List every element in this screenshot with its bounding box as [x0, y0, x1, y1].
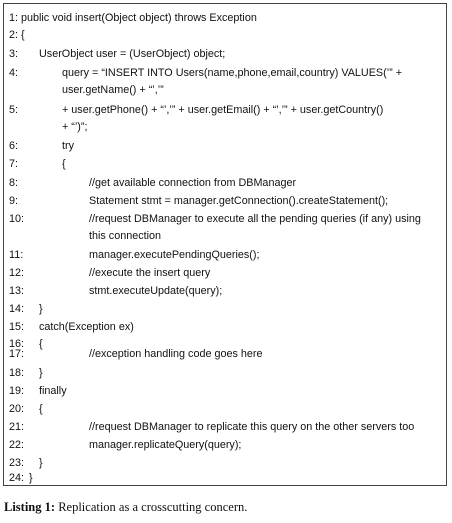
code-line: user.getName() + “’,’”	[4, 81, 448, 99]
code-line: 3: UserObject user = (UserObject) object…	[4, 45, 448, 63]
line-text: public void insert(Object object) throws…	[21, 12, 257, 24]
line-number: 16:	[9, 338, 25, 350]
code-line: 10: //request DBManager to execute all t…	[4, 210, 448, 228]
line-text: //execute the insert query	[89, 267, 211, 279]
line-text: {	[39, 338, 43, 350]
code-line: 19: finally	[4, 382, 448, 400]
line-number: 23:	[9, 457, 25, 469]
line-text: //get available connection from DBManage…	[89, 177, 297, 189]
code-line: 14: }	[4, 300, 448, 318]
line-number: 22:	[9, 439, 25, 451]
line-text: this connection	[89, 230, 162, 242]
code-line: 13: stmt.executeUpdate(query);	[4, 282, 448, 300]
line-number: 21:	[9, 421, 25, 433]
line-number: 20:	[9, 403, 25, 415]
code-line: 8: //get available connection from DBMan…	[4, 174, 448, 192]
line-text: finally	[39, 385, 67, 397]
line-number: 5:	[9, 104, 19, 116]
code-line: 23: }	[4, 454, 448, 472]
line-number: 15:	[9, 321, 25, 333]
line-number: 18:	[9, 367, 25, 379]
code-line: 2: {	[4, 26, 448, 44]
line-text: }	[29, 472, 33, 484]
line-number: 4:	[9, 67, 19, 79]
line-number: 2:	[9, 29, 19, 41]
line-number: 17:	[9, 348, 25, 360]
line-text: {	[21, 29, 25, 41]
caption-label: Listing 1:	[4, 500, 56, 514]
code-line: 7: {	[4, 155, 448, 173]
line-number: 11:	[9, 249, 24, 261]
line-number: 10:	[9, 213, 25, 225]
code-line: 21: //request DBManager to replicate thi…	[4, 418, 448, 436]
line-text: //exception handling code goes here	[89, 348, 263, 360]
line-text: }	[39, 367, 43, 379]
line-text: UserObject user = (UserObject) object;	[39, 48, 226, 60]
line-number: 24:	[9, 472, 25, 484]
line-text: {	[62, 158, 66, 170]
line-text: }	[39, 457, 43, 469]
line-number: 3:	[9, 48, 19, 60]
code-line: + “’)”;	[4, 118, 448, 136]
line-text: }	[39, 303, 43, 315]
line-text: //request DBManager to replicate this qu…	[89, 421, 415, 433]
code-line: 11: manager.executePendingQueries();	[4, 246, 448, 264]
line-text: + “’)”;	[62, 121, 88, 133]
code-line: 9: Statement stmt = manager.getConnectio…	[4, 192, 448, 210]
code-line: 18: }	[4, 364, 448, 382]
code-line: 15: catch(Exception ex)	[4, 318, 448, 336]
code-line: 24: }	[4, 469, 448, 487]
line-number: 7:	[9, 158, 19, 170]
line-text: stmt.executeUpdate(query);	[89, 285, 223, 297]
listing-caption: Listing 1: Replication as a crosscutting…	[4, 499, 247, 515]
code-line: 16: {	[4, 335, 448, 353]
code-line: 22: manager.replicateQuery(query);	[4, 436, 448, 454]
code-line: 4: query = “INSERT INTO Users(name,phone…	[4, 64, 448, 82]
line-number: 6:	[9, 140, 19, 152]
line-number: 8:	[9, 177, 19, 189]
code-line: 6: try	[4, 137, 448, 155]
line-text: catch(Exception ex)	[39, 321, 134, 333]
line-text: //request DBManager to execute all the p…	[89, 213, 421, 225]
line-text: query = “INSERT INTO Users(name,phone,em…	[62, 67, 403, 79]
line-text: + user.getPhone() + “’,’” + user.getEmai…	[62, 104, 384, 116]
line-number: 19:	[9, 385, 25, 397]
line-number: 14:	[9, 303, 25, 315]
code-listing: 1: public void insert(Object object) thr…	[3, 3, 447, 486]
line-text: {	[39, 403, 43, 415]
code-line: this connection	[4, 227, 448, 245]
code-line: 1: public void insert(Object object) thr…	[4, 9, 448, 27]
caption-text: Replication as a crosscutting concern.	[58, 500, 248, 514]
line-number: 13:	[9, 285, 25, 297]
line-text: Statement stmt = manager.getConnection()…	[89, 195, 389, 207]
code-line: 12: //execute the insert query	[4, 264, 448, 282]
code-line: 20: {	[4, 400, 448, 418]
line-number: 9:	[9, 195, 19, 207]
code-line: 5: + user.getPhone() + “’,’” + user.getE…	[4, 101, 448, 119]
line-text: try	[62, 140, 74, 152]
line-text: manager.replicateQuery(query);	[89, 439, 242, 451]
line-number: 1:	[9, 12, 19, 24]
line-number: 12:	[9, 267, 25, 279]
line-text: user.getName() + “’,’”	[62, 84, 164, 96]
code-line: 17: //exception handling code goes here	[4, 345, 448, 363]
line-text: manager.executePendingQueries();	[89, 249, 260, 261]
